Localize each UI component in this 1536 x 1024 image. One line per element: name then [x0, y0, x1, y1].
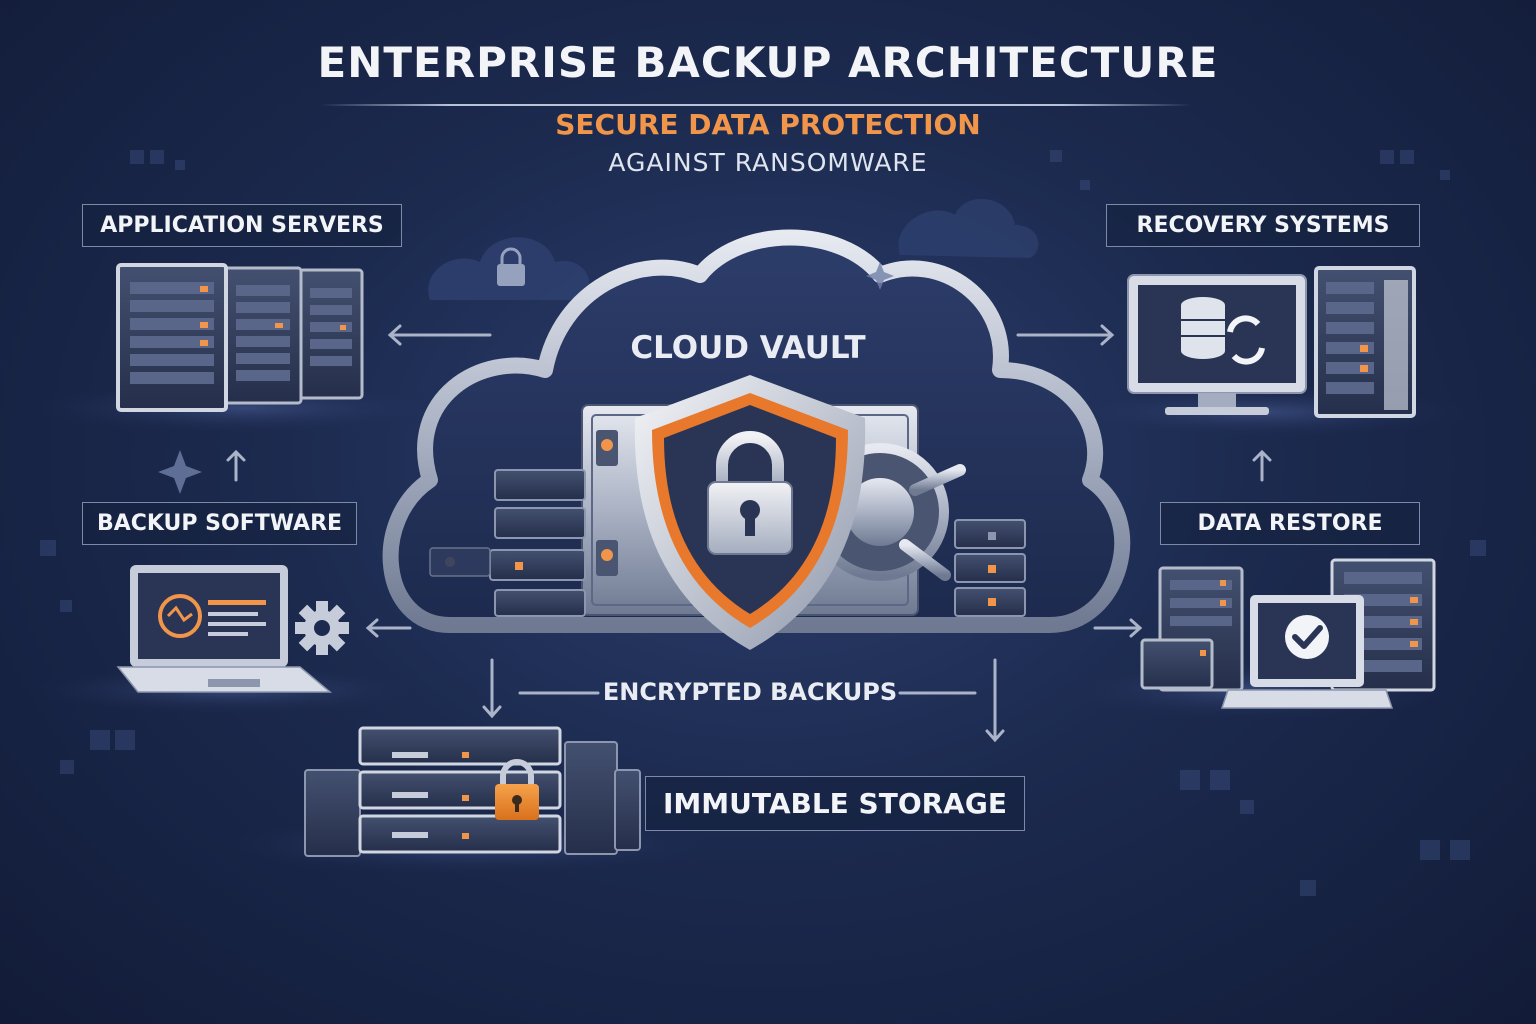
backup-software-label: BACKUP SOFTWARE — [82, 502, 357, 545]
page-tagline: AGAINST RANSOMWARE — [608, 148, 928, 177]
arrow-down-right — [985, 658, 1005, 743]
arrow-to-data-restore — [1093, 618, 1143, 638]
background-cloud — [898, 198, 1039, 258]
checkmark-icon — [1285, 615, 1329, 659]
backup-software-illustration — [116, 565, 333, 693]
immutable-storage-illustration — [304, 726, 641, 857]
page-subtitle: SECURE DATA PROTECTION — [555, 108, 981, 141]
cloud-vault-label: CLOUD VAULT — [630, 330, 866, 366]
arrow-up-left — [226, 449, 246, 482]
gear-icon — [295, 601, 349, 655]
vault-right-drawers — [954, 519, 1026, 617]
storage-lock-icon — [495, 759, 539, 820]
sync-icon — [1227, 315, 1265, 365]
padlock-icon — [707, 431, 793, 555]
immutable-storage-label: IMMUTABLE STORAGE — [645, 776, 1025, 831]
title-divider — [320, 104, 1192, 106]
recovery-systems-illustration — [1127, 266, 1416, 418]
page-title: ENTERPRISE BACKUP ARCHITECTURE — [317, 38, 1219, 87]
arrow-to-backup-software — [365, 618, 412, 638]
vault-left-drawers — [429, 469, 586, 617]
recovery-systems-label: RECOVERY SYSTEMS — [1106, 204, 1420, 247]
flow-arrows — [226, 324, 1272, 743]
arrow-to-app-servers — [387, 324, 492, 346]
arrow-down-left — [482, 658, 502, 719]
application-servers-illustration — [116, 263, 364, 412]
app-servers-label: APPLICATION SERVERS — [82, 204, 402, 247]
data-restore-label: DATA RESTORE — [1160, 502, 1420, 545]
lock-icon — [497, 247, 525, 286]
pixel-decoration — [40, 150, 1486, 896]
encrypted-backups-label: ENCRYPTED BACKUPS — [602, 678, 898, 706]
sparkle-icon — [158, 262, 894, 494]
arrow-up-right — [1252, 449, 1272, 482]
arrow-to-recovery — [1016, 324, 1115, 346]
database-icon — [1181, 297, 1225, 359]
